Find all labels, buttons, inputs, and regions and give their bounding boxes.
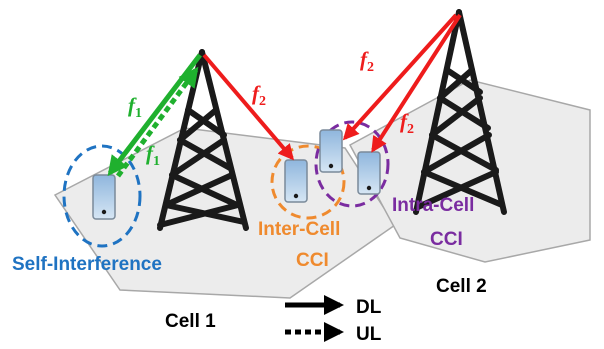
- f2-label: f2: [360, 47, 374, 75]
- mobile-phone-icon: [319, 129, 343, 173]
- inter-cell-region: [270, 144, 346, 220]
- intra-cell-region: [314, 120, 390, 208]
- inter-cell-label: Inter-Cell: [258, 219, 340, 240]
- f1-label: f1: [128, 93, 142, 121]
- self-interference-label: Self-Interference: [12, 254, 162, 275]
- legend-dl-label: DL: [356, 297, 382, 318]
- legend-ul-label: UL: [356, 324, 382, 345]
- cell-1-label: Cell 1: [165, 311, 216, 332]
- cell-2-hexagon: [348, 79, 591, 263]
- mobile-phone-icon: [357, 151, 381, 195]
- f2-cell2-arrow-a: [342, 13, 458, 141]
- f1-uplink-arrow: [115, 66, 199, 178]
- f2-label: f2: [252, 81, 266, 109]
- intra-cell-label-cci: CCI: [430, 229, 463, 250]
- intra-cell-label: Intra-Cell: [392, 195, 474, 216]
- mobile-phone-icon: [92, 174, 116, 220]
- f1-label: f1: [146, 141, 160, 169]
- self-interference-region: [62, 144, 142, 248]
- f2-label: f2: [400, 109, 414, 137]
- f2-cell1-arrow: [202, 53, 295, 161]
- mobile-phone-icon: [284, 159, 308, 203]
- cell-tower-icon: [413, 9, 507, 215]
- inter-cell-label-cci: CCI: [296, 250, 329, 271]
- f2-cell2-arrow-b: [371, 13, 462, 153]
- cell-2-label: Cell 2: [436, 276, 487, 297]
